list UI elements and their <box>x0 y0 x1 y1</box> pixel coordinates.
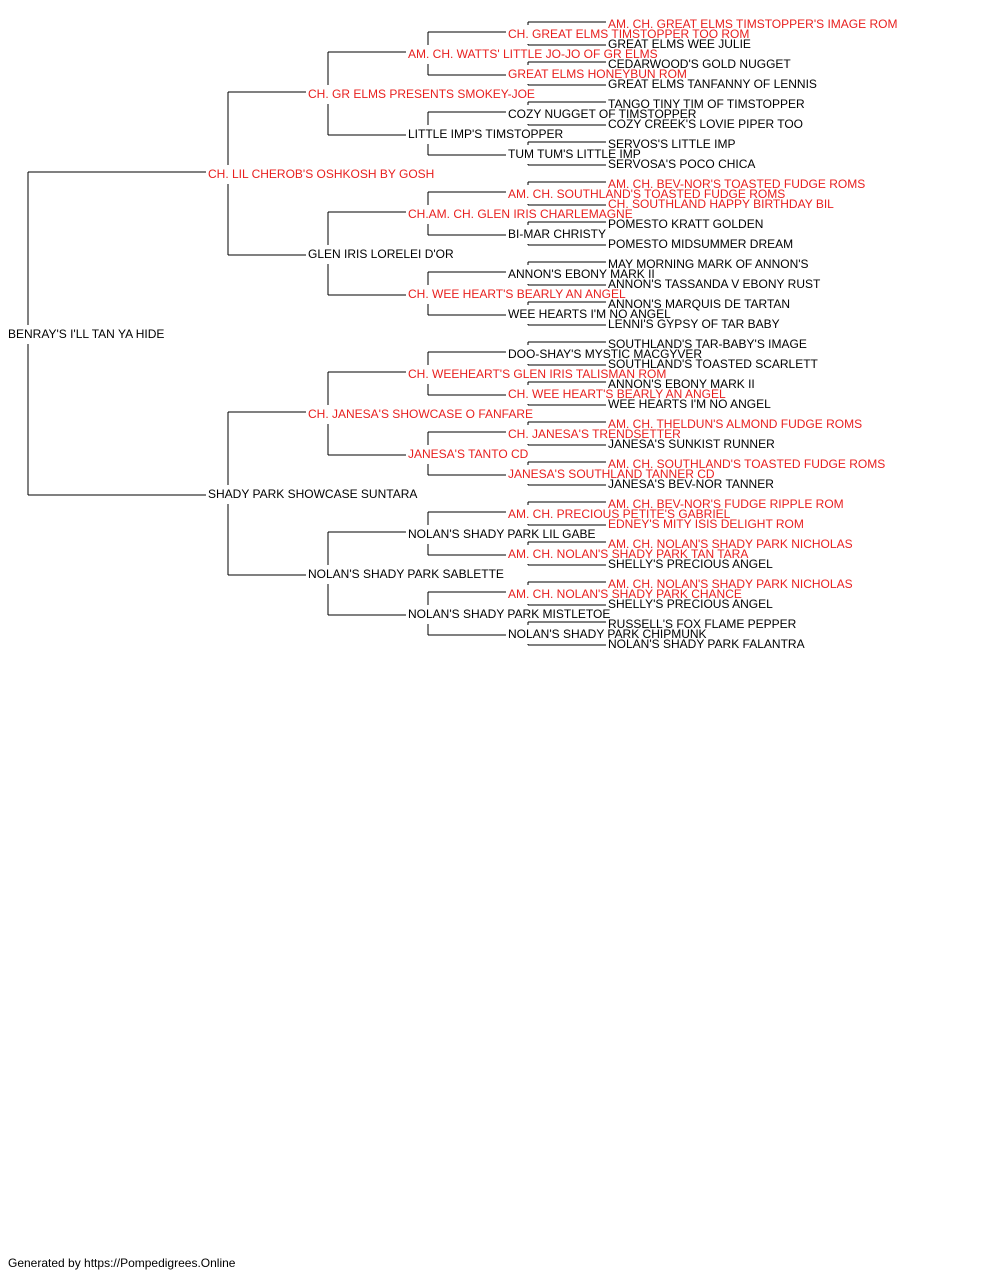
ancestor-name: COZY CREEK'S LOVIE PIPER TOO <box>608 117 803 131</box>
ancestor-name: BI-MAR CHRISTY <box>508 227 606 241</box>
ancestor-name: CH. JANESA'S TRENDSETTER <box>508 427 681 441</box>
ancestor-name: CH. GREAT ELMS TIMSTOPPER TOO ROM <box>508 27 749 41</box>
ancestor-name: ANNON'S TASSANDA V EBONY RUST <box>608 277 821 291</box>
ancestor-name: AM. CH. BEV-NOR'S TOASTED FUDGE ROMS <box>608 177 865 191</box>
ancestor-name: LENNI'S GYPSY OF TAR BABY <box>608 317 780 331</box>
ancestor-name: GREAT ELMS HONEYBUN ROM <box>508 67 687 81</box>
ancestor-name: JANESA'S SOUTHLAND TANNER CD <box>508 467 715 481</box>
ancestor-name: AM. CH. GREAT ELMS TIMSTOPPER'S IMAGE RO… <box>608 17 897 31</box>
ancestor-name: AM. CH. NOLAN'S SHADY PARK TAN TARA <box>508 547 748 561</box>
ancestor-name: AM. CH. NOLAN'S SHADY PARK NICHOLAS <box>608 577 853 591</box>
ancestor-name: ANNON'S MARQUIS DE TARTAN <box>608 297 790 311</box>
ancestor-name: JANESA'S BEV-NOR TANNER <box>608 477 774 491</box>
ancestor-name: LITTLE IMP'S TIMSTOPPER <box>408 127 564 141</box>
ancestor-name: JANESA'S SUNKIST RUNNER <box>608 437 775 451</box>
ancestor-name: AM. CH. NOLAN'S SHADY PARK CHANCE <box>508 587 742 601</box>
ancestor-name: TUM TUM'S LITTLE IMP <box>508 147 641 161</box>
ancestor-name: EDNEY'S MITY ISIS DELIGHT ROM <box>608 517 804 531</box>
ancestor-name: CH. WEE HEART'S BEARLY AN ANGEL <box>408 287 626 301</box>
ancestor-name: JANESA'S TANTO CD <box>408 447 529 461</box>
ancestor-name: DOO-SHAY'S MYSTIC MACGYVER <box>508 347 702 361</box>
ancestor-name: NOLAN'S SHADY PARK FALANTRA <box>608 637 805 651</box>
ancestor-name: SERVOSA'S POCO CHICA <box>608 157 755 171</box>
ancestor-name: COZY NUGGET OF TIMSTOPPER <box>508 107 697 121</box>
ancestor-name: SHADY PARK SHOWCASE SUNTARA <box>208 487 417 501</box>
ancestor-name: SERVOS'S LITTLE IMP <box>608 137 735 151</box>
ancestor-name: CH. JANESA'S SHOWCASE O FANFARE <box>308 407 533 421</box>
ancestor-name: AM. CH. THELDUN'S ALMOND FUDGE ROMS <box>608 417 862 431</box>
ancestor-name: SHELLY'S PRECIOUS ANGEL <box>608 597 773 611</box>
ancestor-name: WEE HEARTS I'M NO ANGEL <box>508 307 671 321</box>
pedigree-connector-lines <box>27 21 606 646</box>
ancestor-name: SOUTHLAND'S TOASTED SCARLETT <box>608 357 819 371</box>
ancestor-name: TANGO TINY TIM OF TIMSTOPPER <box>608 97 805 111</box>
ancestor-name: CH. WEE HEART'S BEARLY AN ANGEL <box>508 387 726 401</box>
ancestor-name: RUSSELL'S FOX FLAME PEPPER <box>608 617 797 631</box>
ancestor-name: GREAT ELMS WEE JULIE <box>608 37 751 51</box>
ancestor-name: POMESTO MIDSUMMER DREAM <box>608 237 793 251</box>
ancestor-name: MAY MORNING MARK OF ANNON'S <box>608 257 809 271</box>
footer-credit: Generated by https://Pompedigrees.Online <box>8 1256 236 1270</box>
ancestor-name: ANNON'S EBONY MARK II <box>608 377 755 391</box>
ancestor-name: AM. CH. NOLAN'S SHADY PARK NICHOLAS <box>608 537 853 551</box>
ancestor-name: AM. CH. BEV-NOR'S FUDGE RIPPLE ROM <box>608 497 844 511</box>
ancestor-name: CH.AM. CH. GLEN IRIS CHARLEMAGNE <box>408 207 633 221</box>
ancestor-name: GLEN IRIS LORELEI D'OR <box>308 247 454 261</box>
ancestor-name: AM. CH. SOUTHLAND'S TOASTED FUDGE ROMS <box>508 187 785 201</box>
ancestor-name: NOLAN'S SHADY PARK SABLETTE <box>308 567 504 581</box>
ancestor-name: NOLAN'S SHADY PARK LIL GABE <box>408 527 595 541</box>
ancestor-name: SHELLY'S PRECIOUS ANGEL <box>608 557 773 571</box>
ancestor-name: CH. GR ELMS PRESENTS SMOKEY-JOE <box>308 87 535 101</box>
subject-dog-name: BENRAY'S I'LL TAN YA HIDE <box>8 327 164 341</box>
ancestor-name: CEDARWOOD'S GOLD NUGGET <box>608 57 791 71</box>
ancestor-name: WEE HEARTS I'M NO ANGEL <box>608 397 771 411</box>
ancestor-name: AM. CH. WATTS' LITTLE JO-JO OF GR ELMS <box>408 47 658 61</box>
ancestor-name: AM. CH. SOUTHLAND'S TOASTED FUDGE ROMS <box>608 457 885 471</box>
ancestor-name: POMESTO KRATT GOLDEN <box>608 217 763 231</box>
ancestor-name: GREAT ELMS TANFANNY OF LENNIS <box>608 77 817 91</box>
ancestor-name: NOLAN'S SHADY PARK CHIPMUNK <box>508 627 707 641</box>
ancestor-name: CH. LIL CHEROB'S OSHKOSH BY GOSH <box>208 167 434 181</box>
ancestor-name: SOUTHLAND'S TAR-BABY'S IMAGE <box>608 337 807 351</box>
ancestor-name: CH. WEEHEART'S GLEN IRIS TALISMAN ROM <box>408 367 666 381</box>
ancestor-name: CH. SOUTHLAND HAPPY BIRTHDAY BIL <box>608 197 834 211</box>
pedigree-labels: BENRAY'S I'LL TAN YA HIDE CH. LIL CHEROB'… <box>8 17 897 651</box>
ancestor-name: NOLAN'S SHADY PARK MISTLETOE <box>408 607 610 621</box>
ancestor-name: ANNON'S EBONY MARK II <box>508 267 655 281</box>
ancestor-name: AM. CH. PRECIOUS PETITE'S GABRIEL <box>508 507 731 521</box>
